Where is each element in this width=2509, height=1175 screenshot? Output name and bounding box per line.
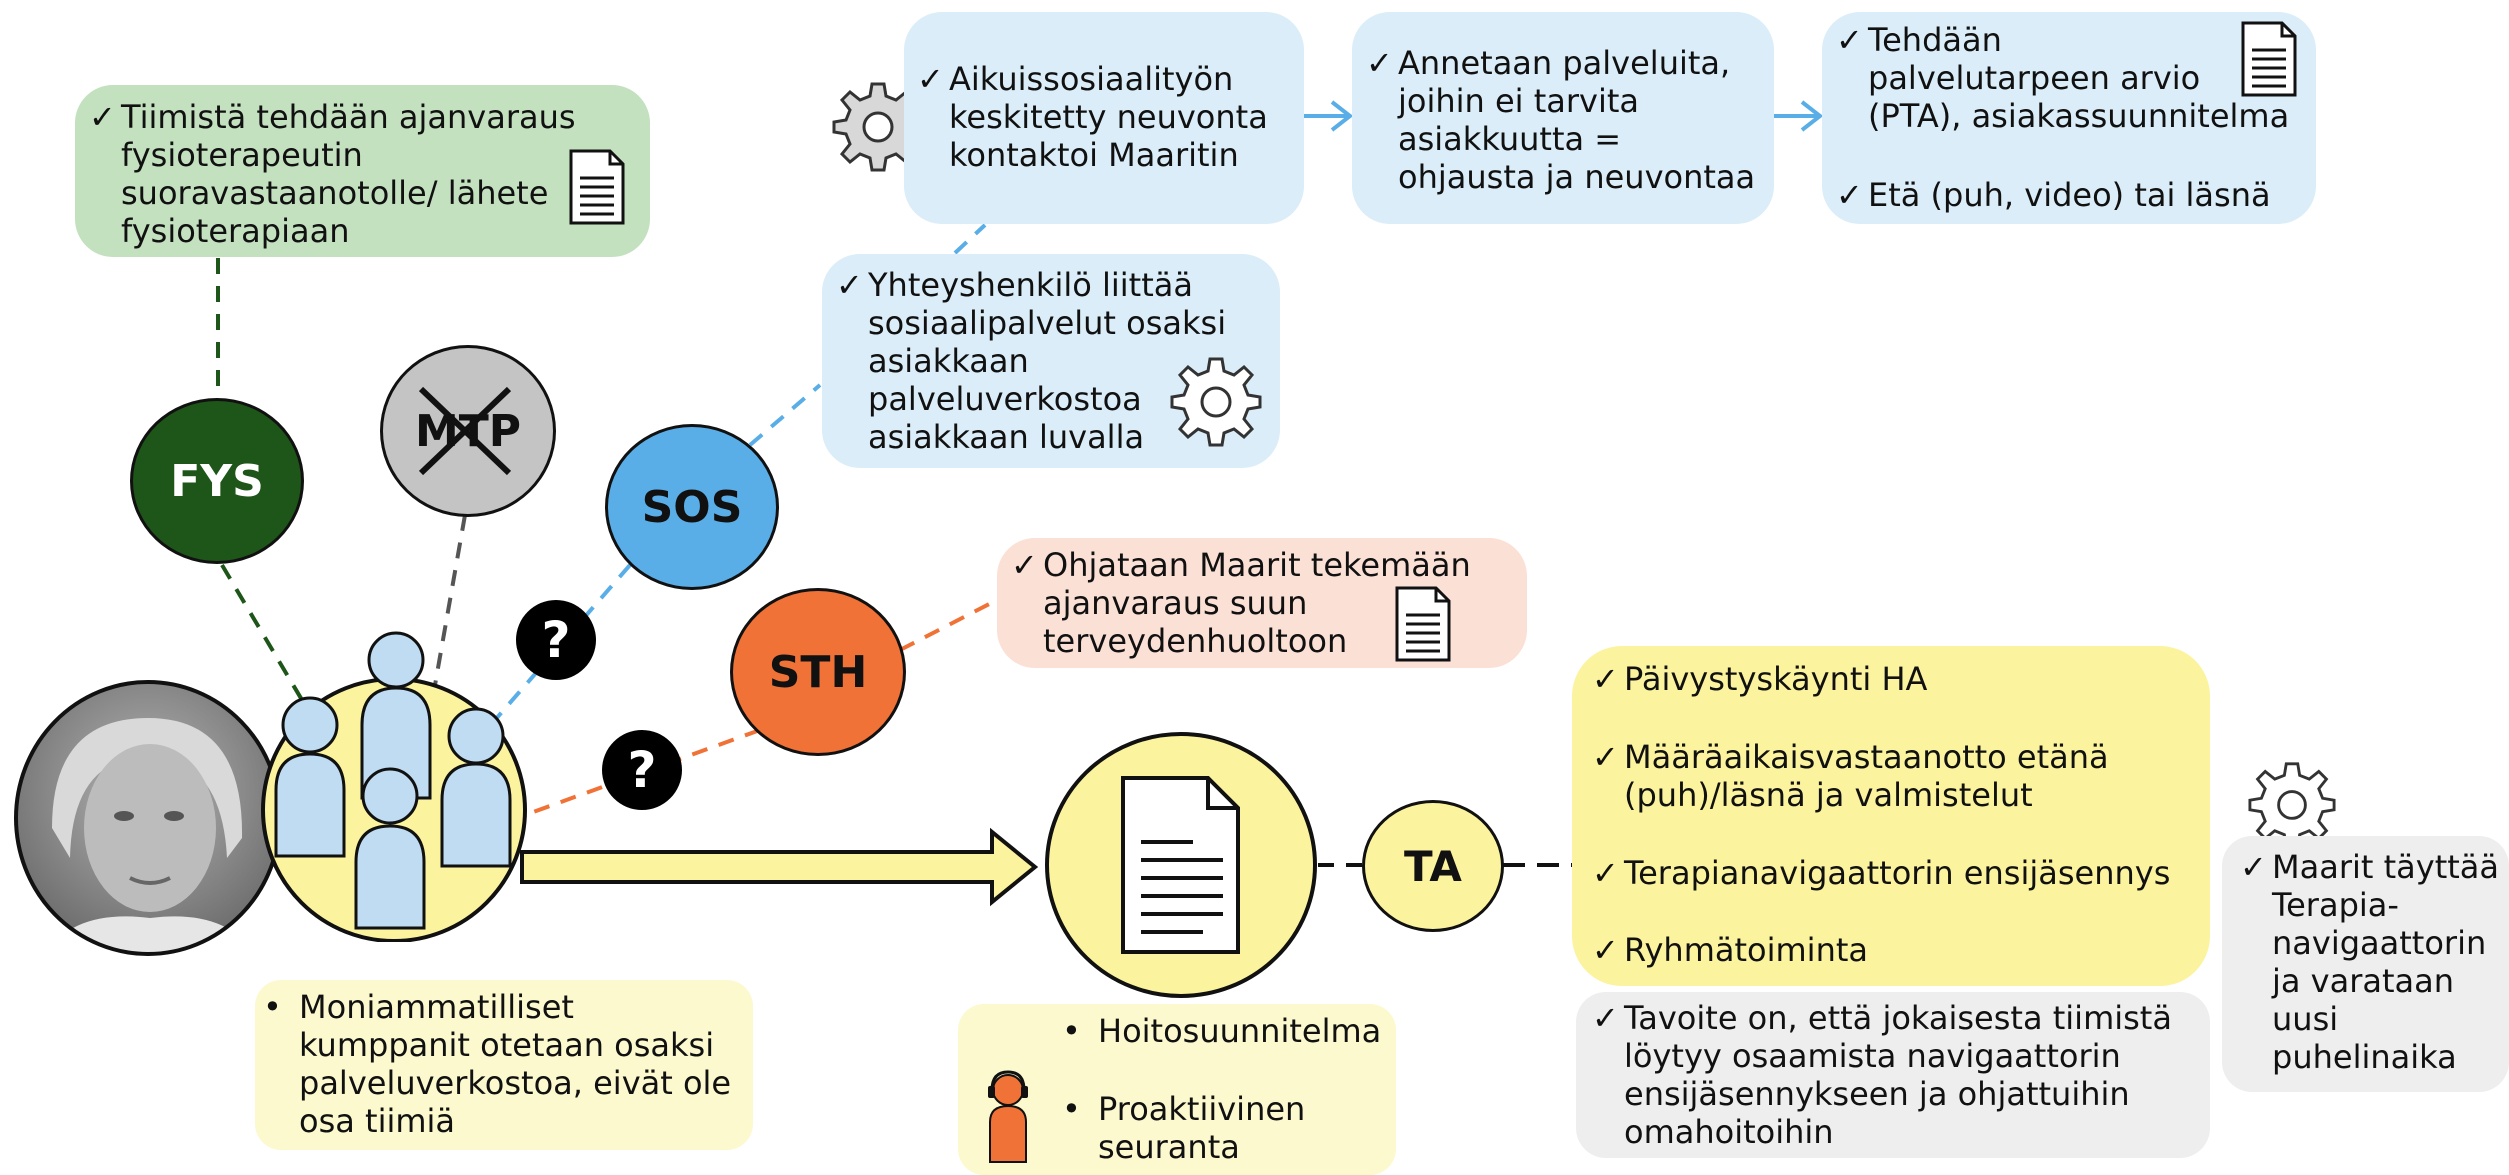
maarit-fills-box: Maarit täyttää Terapia- navigaattorin ja… <box>2222 836 2509 1092</box>
patient-photo <box>14 680 282 956</box>
ta-label: TA <box>1404 841 1462 891</box>
care-document-icon <box>1045 732 1317 998</box>
question-mark-icon: ? <box>516 600 596 680</box>
sos-contact-box: Aikuissosiaalityön keskitetty neuvonta k… <box>904 12 1304 224</box>
ta-visit-item-2: Määräaikaisvastaanotto etänä (puh)/läsnä… <box>1592 738 2109 814</box>
fys-node: FYS <box>130 398 304 564</box>
team-to-document-arrow <box>520 827 1039 907</box>
ta-node: TA <box>1362 800 1504 932</box>
sos-assessment-text-2: Etä (puh, video) tai läsnä <box>1836 176 2271 214</box>
sos-contact-text: Aikuissosiaalityön keskitetty neuvonta k… <box>917 60 1268 174</box>
headset-person-icon <box>988 1070 1028 1163</box>
team-to-sos-connector <box>493 563 632 722</box>
ta-visits-box: Päivystyskäynti HA Määräaikaisvastaanott… <box>1572 646 2210 986</box>
fys-referral-text: Tiimistä tehdään ajanvaraus fysioterapeu… <box>89 98 576 250</box>
document-icon <box>1395 586 1451 662</box>
gear-icon <box>2248 762 2336 848</box>
care-plan-item-1: Hoitosuunnitelma <box>1062 1012 1381 1050</box>
care-plan-item-2: Proaktiivinen seuranta <box>1062 1090 1305 1166</box>
sos-link-text: Yhteyshenkilö liittää sosiaalipalvelut o… <box>836 266 1226 456</box>
sos-services-text: Annetaan palveluita, joihin ei tarvita a… <box>1366 44 1755 196</box>
cross-icon <box>418 386 512 476</box>
ta-visit-item-3: Terapianavigaattorin ensijäsennys <box>1592 854 2170 892</box>
partners-text: Moniammatilliset kumppanit otetaan osaks… <box>263 988 731 1140</box>
sos-to-link-connector <box>748 383 822 447</box>
sth-label: STH <box>768 646 868 698</box>
gear-icon <box>1170 357 1262 447</box>
team-to-mtp-connector <box>433 514 467 686</box>
fys-referral-box: Tiimistä tehdään ajanvaraus fysioterapeu… <box>75 85 650 257</box>
sos-assessment-box: Tehdään palvelutarpeen arvio (PTA), asia… <box>1822 12 2316 224</box>
ta-visit-item-1: Päivystyskäynti HA <box>1592 660 1927 698</box>
sos-node: SOS <box>605 424 779 590</box>
sth-dental-text: Ohjataan Maarit tekemään ajanvaraus suun… <box>1011 546 1471 660</box>
ta-goal-text: Tavoite on, että jokaisesta tiimistä löy… <box>1592 999 2172 1151</box>
arrow-services-to-assessment <box>1774 100 1824 132</box>
sth-node: STH <box>730 588 906 756</box>
maarit-fills-text: Maarit täyttää Terapia- navigaattorin ja… <box>2240 848 2499 1076</box>
sos-services-box: Annetaan palveluita, joihin ei tarvita a… <box>1352 12 1774 224</box>
sos-assessment-text-1: Tehdään palvelutarpeen arvio (PTA), asia… <box>1836 21 2289 135</box>
ta-goal-box: Tavoite on, että jokaisesta tiimistä löy… <box>1576 992 2210 1158</box>
care-plan-box: Hoitosuunnitelma Proaktiivinen seuranta <box>958 1004 1396 1175</box>
sos-label: SOS <box>641 481 743 533</box>
team-hub-icon <box>261 631 527 942</box>
fys-label: FYS <box>170 455 264 507</box>
arrow-contact-to-services <box>1304 100 1354 132</box>
question-mark-icon: ? <box>602 730 682 810</box>
document-icon <box>569 149 625 225</box>
sth-to-dental-connector <box>899 598 998 652</box>
document-icon <box>2241 21 2297 97</box>
partners-box: Moniammatilliset kumppanit otetaan osaks… <box>255 980 753 1150</box>
link-to-contact-connector <box>953 223 987 255</box>
ta-visit-item-4: Ryhmätoiminta <box>1592 931 1868 969</box>
